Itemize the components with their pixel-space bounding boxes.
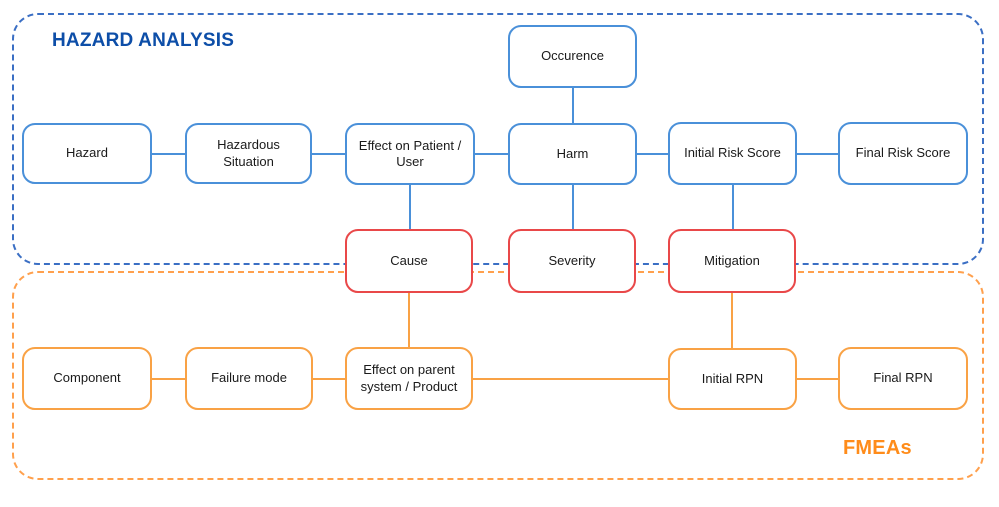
edge-harm-to-initial-risk-score [637,153,668,155]
node-label: Effect on Patient / User [358,137,462,169]
node-label: Initial RPN [701,370,764,386]
node-label: Harm [556,145,589,161]
node-mitigation: Mitigation [668,229,796,293]
edge-initial-rpn-to-final-rpn [797,378,838,380]
edge-cause-to-effect-parent [408,293,410,347]
fmea-title: FMEAs [843,437,912,459]
node-final-rpn: Final RPN [838,347,968,410]
node-label: Mitigation [704,252,760,268]
edge-hazardous-situation-to-effect-patient [312,152,345,155]
node-label: Occurence [541,48,604,64]
edge-effect-patient-to-cause [409,185,411,229]
edge-occurrence-to-harm [571,88,574,123]
edge-hazard-to-hazardous-situation [152,152,185,155]
node-cause: Cause [345,229,473,293]
node-final-risk-score: Final Risk Score [838,122,968,185]
edge-harm-to-severity [571,185,574,229]
edge-effect-parent-to-initial-rpn [473,377,668,380]
edge-failure-mode-to-effect-parent [313,377,345,380]
hazard-analysis-title: HAZARD ANALYSIS [52,30,235,51]
node-initial-rpn: Initial RPN [668,348,797,410]
node-label: Effect on parent system / Product [360,362,458,394]
node-initial-risk-score: Initial Risk Score [668,122,797,185]
node-label: Component [53,370,121,386]
hazard-analysis-region [12,13,984,265]
node-label: Final RPN [873,370,933,386]
edge-mitigation-to-initial-rpn [731,293,733,348]
edge-initial-risk-score-to-mitigation [731,185,734,229]
node-label: Initial Risk Score [684,145,781,161]
node-label: Hazard [66,145,108,161]
node-hazard: Hazard [22,123,152,184]
node-label: Hazardous Situation [217,137,280,169]
node-label: Severity [548,252,596,268]
edge-initial-risk-score-to-final-risk-score [797,152,838,155]
node-harm: Harm [508,123,637,185]
fmea-region [12,271,984,480]
node-effect-patient: Effect on Patient / User [345,123,475,185]
node-label: Final Risk Score [855,145,951,161]
node-effect-parent: Effect on parent system / Product [345,347,473,410]
node-component: Component [22,347,152,410]
node-hazardous-situation: Hazardous Situation [185,123,312,184]
edge-effect-patient-to-harm [475,153,508,155]
node-occurrence: Occurence [508,25,637,88]
edge-component-to-failure-mode [152,377,185,380]
node-label: Failure mode [211,370,287,386]
node-severity: Severity [508,229,636,293]
node-failure-mode: Failure mode [185,347,313,410]
node-label: Cause [390,252,428,268]
